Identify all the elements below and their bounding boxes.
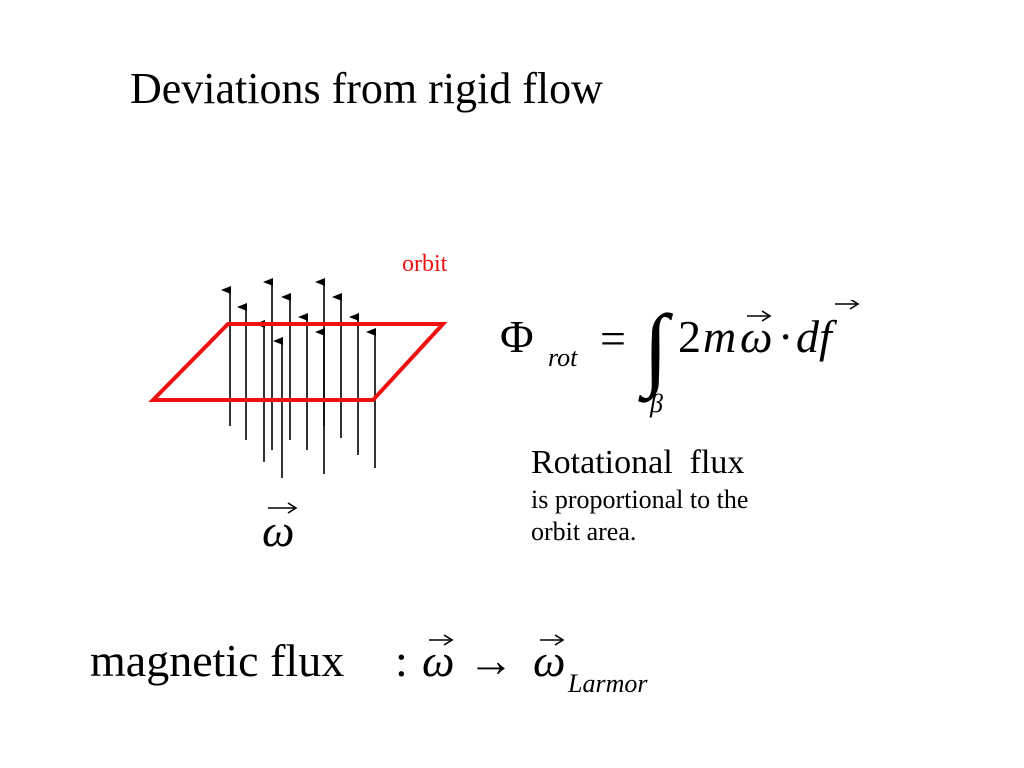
vector-arrow-icon (429, 634, 454, 646)
phi-symbol: Φ (500, 311, 534, 362)
vector-arrowhead-icon (287, 502, 298, 514)
rotational-flux-caption: Rotational flux is proportional to the o… (531, 443, 851, 549)
orbit-label: orbit (402, 251, 448, 277)
maps-to-arrow: → (468, 635, 514, 686)
omega-symbol: ω (422, 635, 454, 686)
caption-heading: Rotational flux (531, 444, 745, 481)
magnetic-flux-equation: magnetic flux : ω → ω Larmor (90, 634, 648, 698)
omega-field-arrows (221, 278, 376, 478)
phi-subscript: rot (548, 343, 578, 372)
vorticity-diagram (148, 278, 448, 478)
mass-symbol: m (703, 311, 736, 362)
orbit-parallelogram (148, 322, 448, 402)
omega-symbol-larmor: ω (533, 635, 565, 686)
differential-df: df (796, 311, 838, 362)
omega-symbol: ω (262, 505, 294, 556)
omega-vector-label: ω (262, 502, 298, 556)
integral-sign: ∫ (638, 300, 673, 403)
equals-sign: = (600, 313, 626, 364)
coefficient: 2 (678, 311, 701, 362)
slide-title: Deviations from rigid flow (130, 64, 603, 113)
vector-arrow-icon (747, 310, 772, 322)
larmor-subscript: Larmor (567, 669, 648, 698)
vector-arrow-icon (835, 300, 860, 310)
rotational-flux-formula: Φ rot = ∫ β 2 m ω · df (500, 300, 860, 418)
omega-symbol: ω (740, 311, 772, 362)
vector-arrow-icon (540, 634, 565, 646)
caption-line-1: is proportional to the (531, 484, 749, 514)
magnetic-flux-label: magnetic flux (90, 635, 344, 686)
colon: : (395, 635, 408, 686)
integral-subscript: β (649, 389, 663, 418)
dot-operator: · (778, 311, 793, 362)
caption-line-2: orbit area. (531, 517, 637, 547)
